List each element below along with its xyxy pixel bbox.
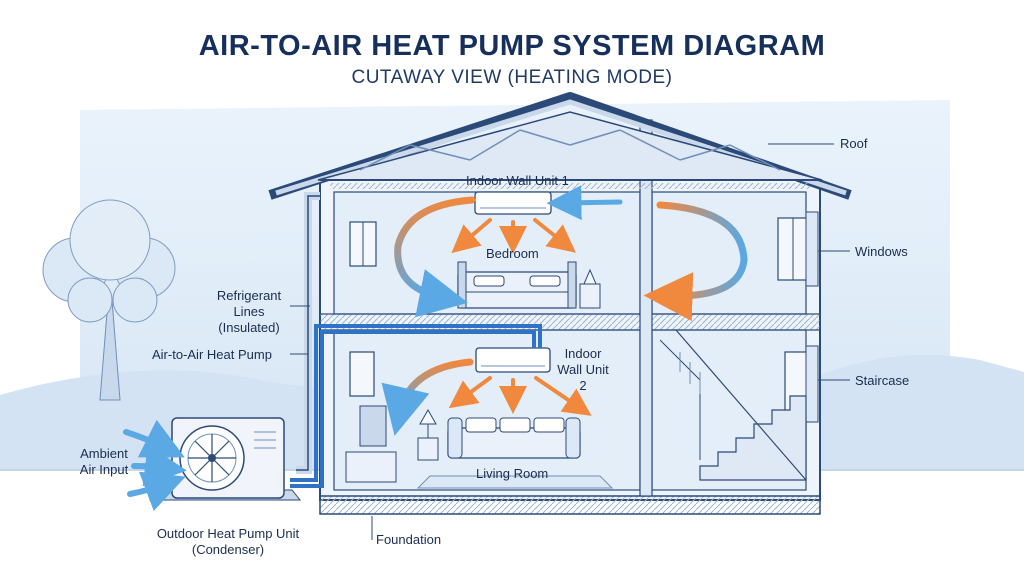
indoor-wall-unit-2 [475,347,551,373]
label-indoor-unit-2-line1: Indoor [564,346,602,361]
tv-stand [345,405,397,483]
label-living-room: Living Room [476,466,549,481]
nightstand [579,268,601,309]
window-bedroom [349,221,377,267]
sofa [447,417,581,459]
label-outdoor-line1: Outdoor Heat Pump Unit [156,526,300,541]
callout-lines [290,143,850,540]
label-indoor-unit-1: Indoor Wall Unit 1 [466,173,569,188]
label-ambient-line2: Air Input [79,462,129,477]
page-subtitle: CUTAWAY VIEW (HEATING MODE) [351,67,673,88]
airflow-arrows-lower [381,358,592,436]
airflow-arrows-upper [394,185,748,322]
label-roof: Roof [840,136,868,151]
label-heat-pump: Air-to-Air Heat Pump [152,347,272,362]
label-foundation: Foundation [376,532,442,547]
ambient-air-arrows [123,419,187,512]
indoor-wall-unit-1 [474,191,552,215]
label-indoor-unit-2-line3: 2 [579,378,587,393]
window-living [349,351,375,397]
label-outdoor-line2: (Condenser) [191,542,265,557]
label-windows: Windows [855,244,908,259]
staircase [659,329,807,481]
label-refrigerant-lines: Refrigerant Lines (Insulated) [205,288,293,336]
label-staircase: Staircase [855,373,910,388]
label-bedroom: Bedroom [486,246,539,261]
label-ambient-line1: Ambient [80,446,128,461]
outdoor-heat-pump-unit [148,417,302,501]
label-outdoor-unit: Outdoor Heat Pump Unit (Condenser) [140,526,316,558]
label-refrigerant-line2: Lines [233,304,265,319]
label-indoor-unit-2-line2: Wall Unit [557,362,609,377]
refrigerant-lines [290,192,542,488]
label-indoor-unit-2: Indoor Wall Unit 2 [550,346,616,394]
label-refrigerant-line3: (Insulated) [218,320,280,335]
tree [42,199,176,401]
label-refrigerant-line1: Refrigerant [216,288,282,303]
page-title: AIR-TO-AIR HEAT PUMP SYSTEM DIAGRAM [198,30,826,62]
hills-right [820,355,1024,470]
label-ambient-air: Ambient Air Input [72,446,136,478]
window-right-upper [777,211,819,287]
rug [416,475,614,489]
